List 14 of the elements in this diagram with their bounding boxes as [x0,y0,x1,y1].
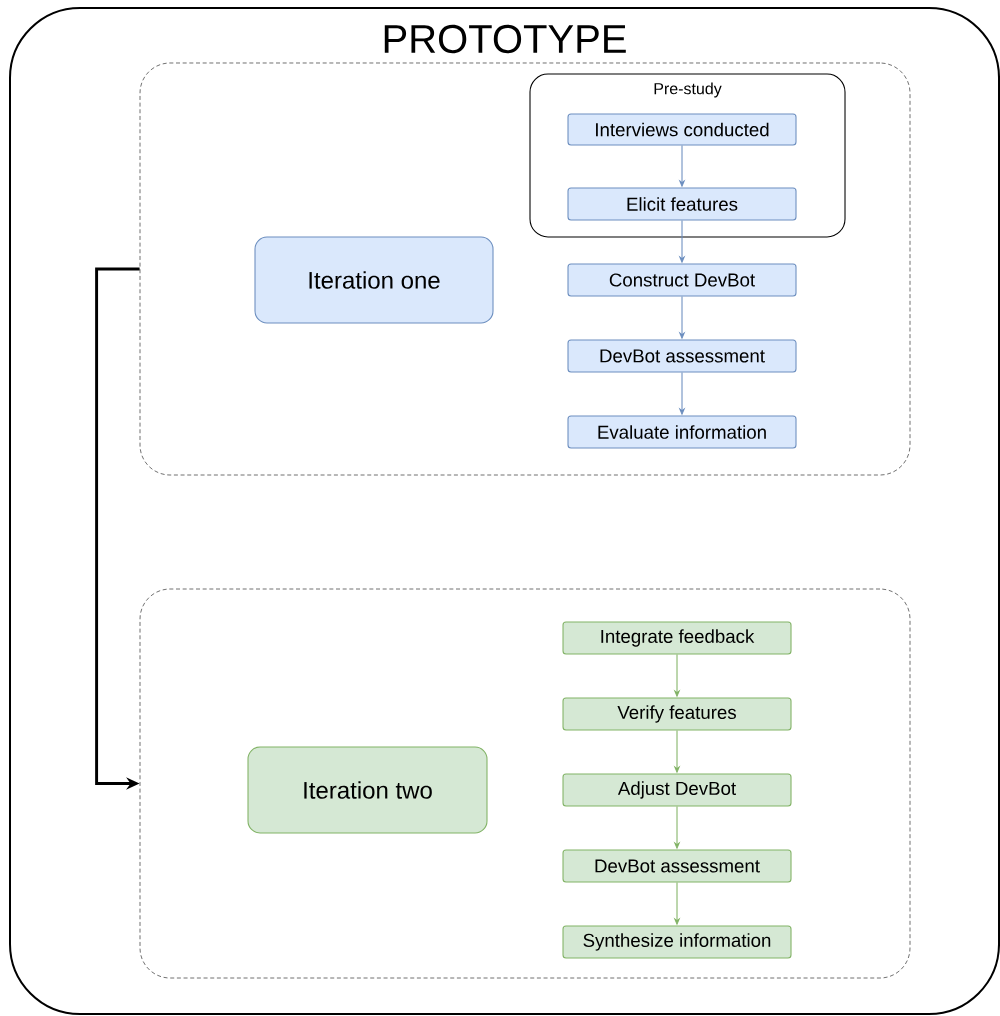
iteration-region [139,62,911,476]
phase-box: Iteration one [254,236,494,324]
process-box: Construct DevBot [567,263,797,297]
process-box: Verify features [562,697,792,731]
phase-box: Iteration two [247,746,488,834]
process-box: Integrate feedback [562,621,792,655]
iteration-region [139,588,911,979]
process-box: DevBot assessment [567,339,797,373]
process-box: Adjust DevBot [562,773,792,807]
process-box: Evaluate information [567,415,797,449]
process-box: Interviews conducted [567,113,797,146]
process-box: Synthesize information [562,925,792,959]
process-box: Elicit features [567,187,797,221]
process-box: DevBot assessment [562,849,792,883]
